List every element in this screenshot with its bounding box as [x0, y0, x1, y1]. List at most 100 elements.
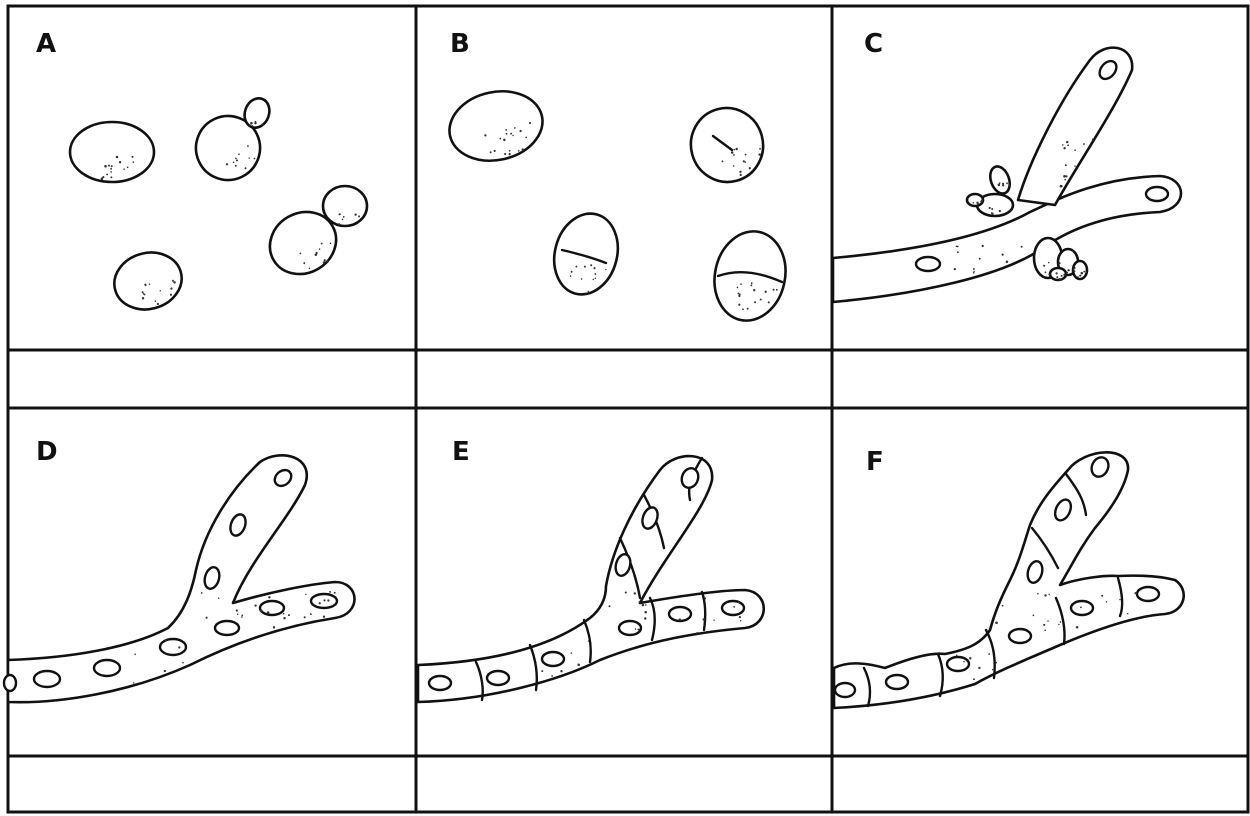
stipple-dot	[358, 215, 360, 217]
stipple-dot	[338, 214, 340, 216]
stipple-dot	[988, 653, 990, 655]
stipple-dot	[645, 604, 647, 606]
stipple-dot	[733, 606, 735, 608]
stipple-dot	[1061, 185, 1063, 187]
stipple-dot	[1048, 262, 1050, 264]
stipple-dot	[164, 670, 166, 672]
stipple-dot	[588, 640, 589, 641]
stipple-dot	[1047, 620, 1048, 621]
stipple-dot	[319, 602, 321, 604]
stipple-dot	[241, 615, 243, 617]
panel-label-f: F	[866, 447, 884, 477]
nucleus	[947, 657, 969, 671]
stipple-dot	[1059, 278, 1061, 280]
nucleus	[619, 621, 641, 635]
stipple-dot	[127, 166, 129, 168]
nucleus	[94, 660, 120, 676]
stipple-dot	[327, 599, 329, 601]
stipple-dot	[236, 609, 238, 611]
stipple-dot	[110, 168, 112, 170]
stipple-dot	[1074, 165, 1075, 166]
stipple-dot	[254, 604, 256, 606]
stipple-dot	[963, 661, 965, 663]
stipple-dot	[310, 613, 312, 615]
stipple-dot	[1056, 276, 1058, 278]
stipple-dot	[979, 258, 981, 260]
nucleus	[722, 601, 744, 615]
stipple-dot	[696, 632, 698, 634]
stipple-dot	[973, 268, 975, 270]
stipple-dot	[123, 168, 125, 170]
stipple-dot	[577, 663, 580, 666]
stipple-dot	[1058, 624, 1059, 625]
stipple-dot	[1033, 615, 1035, 617]
stipple-dot	[1020, 629, 1022, 631]
stipple-dot	[1002, 605, 1004, 607]
stipple-dot	[1044, 630, 1046, 632]
stipple-dot	[560, 670, 562, 672]
stipple-dot	[1048, 273, 1050, 275]
stipple-dot	[739, 616, 741, 618]
stipple-dot	[323, 616, 325, 618]
stipple-dot	[1006, 261, 1009, 264]
stipple-dot	[634, 592, 636, 594]
stipple-dot	[1063, 274, 1065, 276]
stipple-dot	[608, 605, 610, 607]
stipple-dot	[1058, 262, 1060, 264]
stipple-dot	[995, 622, 998, 625]
yeast-cell	[70, 122, 154, 182]
stipple-dot	[1063, 147, 1065, 149]
stipple-dot	[218, 597, 220, 599]
stipple-dot	[954, 268, 956, 270]
stipple-dot	[1135, 592, 1137, 594]
stipple-dot	[354, 213, 356, 215]
nucleus	[487, 671, 509, 685]
stipple-dot	[334, 592, 336, 594]
panel-label-e: E	[452, 437, 470, 467]
stipple-dot	[956, 655, 958, 657]
stipple-dot	[104, 165, 107, 168]
nucleus	[1009, 629, 1031, 643]
stipple-dot	[1085, 271, 1087, 273]
stipple-dot	[991, 208, 993, 210]
stipple-dot	[160, 643, 161, 644]
stipple-dot	[288, 614, 290, 616]
stipple-dot	[973, 271, 974, 272]
stipple-dot	[323, 599, 325, 601]
stipple-dot	[1067, 144, 1069, 146]
nucleus	[215, 621, 239, 635]
stipple-dot	[1037, 593, 1039, 595]
stipple-dot	[740, 620, 742, 622]
stipple-dot	[973, 272, 975, 274]
stipple-dot	[1060, 621, 1062, 623]
stipple-dot	[644, 617, 646, 619]
stipple-dot	[273, 626, 275, 628]
stipple-dot	[101, 177, 104, 180]
stipple-dot	[342, 219, 344, 221]
stipple-dot	[1067, 269, 1069, 271]
stipple-dot	[1066, 272, 1068, 274]
stipple-dot	[1073, 270, 1075, 272]
nucleus	[1071, 601, 1093, 615]
stipple-dot	[1064, 179, 1066, 181]
stipple-dot	[283, 617, 285, 619]
stipple-dot	[541, 670, 543, 672]
stipple-dot	[1002, 254, 1004, 256]
stipple-dot	[639, 601, 641, 603]
stipple-dot	[1043, 624, 1045, 626]
nucleus	[34, 671, 60, 687]
stipple-dot	[119, 161, 121, 163]
stipple-dot	[679, 618, 681, 620]
stipple-dot	[1021, 246, 1023, 248]
stipple-dot	[1061, 275, 1063, 277]
stipple-dot	[268, 596, 270, 598]
stipple-dot	[1073, 268, 1075, 270]
stipple-dot	[637, 628, 639, 630]
nucleus	[4, 675, 16, 691]
stipple-dot	[1048, 594, 1049, 595]
stipple-dot	[1066, 141, 1068, 143]
stipple-dot	[1055, 272, 1057, 274]
nucleus	[160, 639, 186, 655]
stipple-dot	[978, 667, 980, 669]
